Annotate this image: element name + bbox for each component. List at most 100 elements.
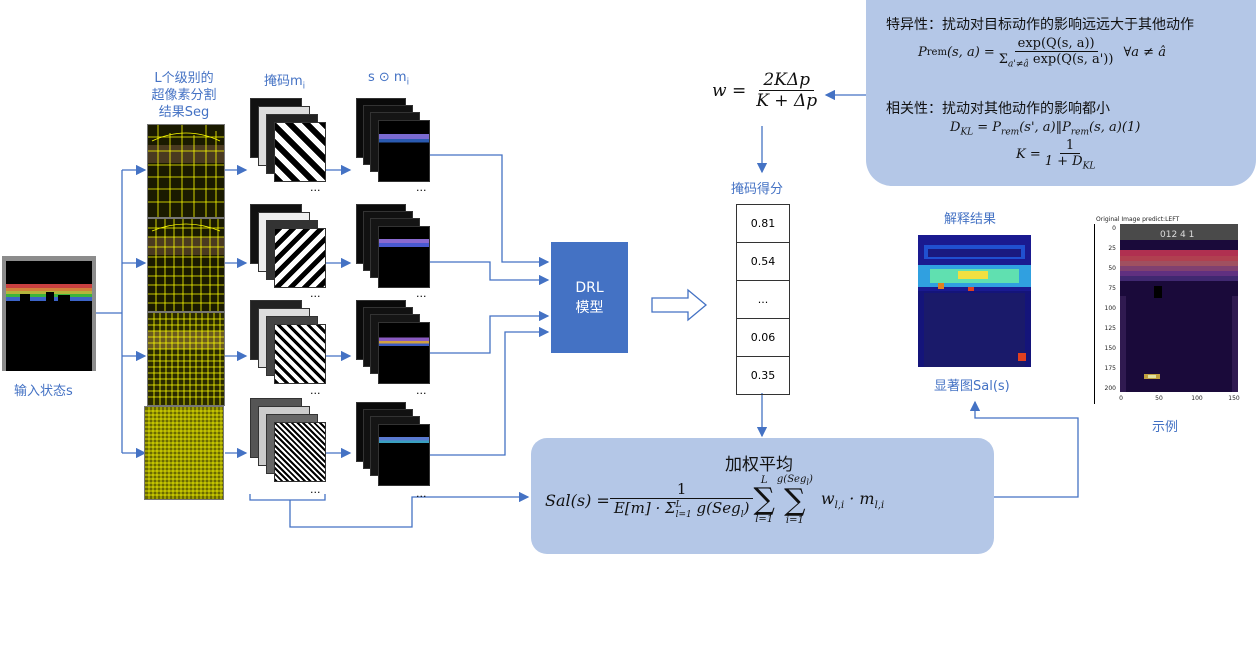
dkl-formula: DKL = Prem(s', a)‖Prem(s, a)(1) (950, 120, 1140, 138)
mask-score-cell: 0.35 (750, 369, 776, 382)
example-y-tick: 50 (1108, 265, 1116, 272)
saliency-frac-den-sup: L (675, 500, 682, 510)
mask-ellipsis-1: ... (310, 181, 321, 194)
sum1-sup: L (760, 475, 768, 486)
masked-state-stack-level3 (356, 300, 432, 386)
mask-score-cell: ... (737, 281, 789, 319)
saliency-caption: 显著图Sal(s) (934, 379, 1010, 394)
example-y-tick: 150 (1105, 345, 1117, 352)
masked-state-stack-level2 (356, 204, 432, 290)
segmentation-header: L个级别的 超像素分割 结果Seg (144, 70, 224, 121)
drl-model-line2: 模型 (575, 299, 604, 316)
k-denominator-sub: KL (1082, 161, 1096, 172)
weight-formula-numerator: 2KΔp (759, 70, 814, 91)
saliency-lhs: Sal(s) = (545, 490, 610, 510)
relevance-title: 相关性：扰动对其他动作的影响都小 (886, 101, 1110, 117)
mask-ellipsis-4: ... (310, 483, 321, 496)
weight-formula-lhs: w = (712, 80, 747, 101)
term-w: w (820, 488, 835, 508)
segmentation-header-line3: 结果Seg (158, 105, 210, 120)
mask-stack-level2 (250, 204, 326, 290)
dkl-prem-sub-1: rem (1001, 127, 1020, 138)
mask-ellipsis-2: ... (310, 287, 321, 300)
k-denominator: 1 + D (1044, 154, 1083, 169)
saliency-frac-den-rest: g(Seg (691, 499, 741, 517)
prem-lhs-sub: rem (926, 47, 947, 59)
input-state-frame (2, 256, 96, 371)
saliency-frac-den: E[m] · Σ (613, 499, 676, 517)
masked-state-stack-level4 (356, 402, 432, 488)
example-plot: Original Image predict:LEFT 012 4 1 0 25… (1093, 212, 1244, 408)
arrow-state4-drl (430, 326, 550, 456)
example-y-tick: 200 (1105, 385, 1117, 392)
segmentation-image-level2 (147, 218, 225, 312)
sum1-sigma: ∑ (753, 482, 775, 517)
saliency-frac-den-sub: l=1 (675, 510, 692, 520)
saliency-frac-num: 1 (609, 480, 754, 499)
weight-formula: w = 2KΔp K + Δp (712, 70, 821, 111)
example-y-tick: 25 (1108, 245, 1116, 252)
k-formula: K = 1 1 + DKL (1016, 138, 1095, 172)
k-numerator: 1 (1059, 138, 1081, 154)
masked-states-header-text: s ⊙ m (368, 70, 407, 85)
explanation-title: 解释结果 (944, 212, 997, 227)
term-w-sub: l,i (834, 500, 845, 512)
example-x-tick: 0 (1119, 395, 1123, 402)
mask-scores-list: 0.81 0.54 ... 0.06 0.35 (736, 204, 790, 395)
prem-lhs: P (918, 45, 927, 61)
example-caption: 示例 (1152, 420, 1179, 435)
saliency-frac-den-rest-sub: l (740, 510, 744, 520)
masked-states-header-sub: i (406, 77, 410, 88)
example-y-tick: 75 (1108, 285, 1116, 292)
k-lhs: K = (1016, 147, 1041, 163)
sum2-sup-sub: l (806, 478, 809, 487)
arrow-state3-drl (430, 310, 550, 354)
prem-denominator-sub: a'≠â (1008, 59, 1029, 70)
example-y-tick: 0 (1112, 225, 1116, 232)
example-x-tick: 150 (1228, 395, 1240, 402)
dkl-lhs-sub: KL (960, 127, 974, 138)
segmentation-image-level4 (144, 406, 224, 500)
state-ellipsis-3: ... (416, 384, 427, 397)
masks-header-sub: i (302, 81, 306, 92)
example-y-tick: 100 (1105, 305, 1117, 312)
segmentation-header-line2: 超像素分割 (151, 88, 217, 103)
mask-stack-level1 (250, 98, 326, 184)
weighted-average-title: 加权平均 (725, 455, 793, 475)
mask-score-cell: 0.81 (737, 205, 789, 243)
dkl-rest-1: = P (973, 120, 1002, 135)
sum2-sub: i=1 (785, 515, 804, 526)
arrow-state2-drl (430, 261, 550, 286)
masked-state-stack-level1 (356, 98, 432, 184)
example-x-tick: 50 (1155, 395, 1163, 402)
specificity-title: 特异性：扰动对目标动作的影响远远大于其他动作 (886, 17, 1194, 33)
saliency-formula: Sal(s) = 1 E[m] · ΣLl=1 g(Segl) L ∑ l=1 … (545, 474, 885, 526)
example-plot-title: Original Image predict:LEFT (1096, 216, 1180, 223)
example-y-tick: 175 (1105, 365, 1117, 372)
term-m-sub: l,i (874, 500, 885, 512)
state-ellipsis-4: ... (416, 487, 427, 500)
mask-stack-level4 (250, 398, 326, 484)
masks-header-text: 掩码m (264, 74, 303, 89)
term-mid: · m (844, 488, 875, 508)
drl-model-line1: DRL (575, 279, 604, 296)
dkl-rest-2: (s', a)‖P (1019, 120, 1071, 135)
segmentation-header-line1: L个级别的 (154, 71, 214, 86)
dkl-prem-sub-2: rem (1070, 127, 1090, 138)
state-ellipsis-1: ... (416, 181, 427, 194)
arrow-avg-to-saliency (969, 400, 1079, 498)
sum2-sigma: ∑ (784, 483, 806, 518)
masked-states-header: s ⊙ mi (368, 70, 409, 88)
example-plot-svg: Original Image predict:LEFT 012 4 1 0 25… (1093, 216, 1240, 404)
weight-formula-denominator: K + Δp (756, 91, 818, 111)
masks-header: 掩码mi (264, 70, 305, 92)
prem-numerator: exp(Q(s, a)) (1014, 36, 1098, 52)
mask-scores-title: 掩码得分 (731, 182, 784, 197)
example-score-text: 012 4 1 (1160, 230, 1194, 240)
mask-ellipsis-3: ... (310, 384, 321, 397)
example-x-ticks: 0 50 100 150 (1119, 395, 1240, 402)
sum2-sup: g(Seg (776, 474, 807, 485)
